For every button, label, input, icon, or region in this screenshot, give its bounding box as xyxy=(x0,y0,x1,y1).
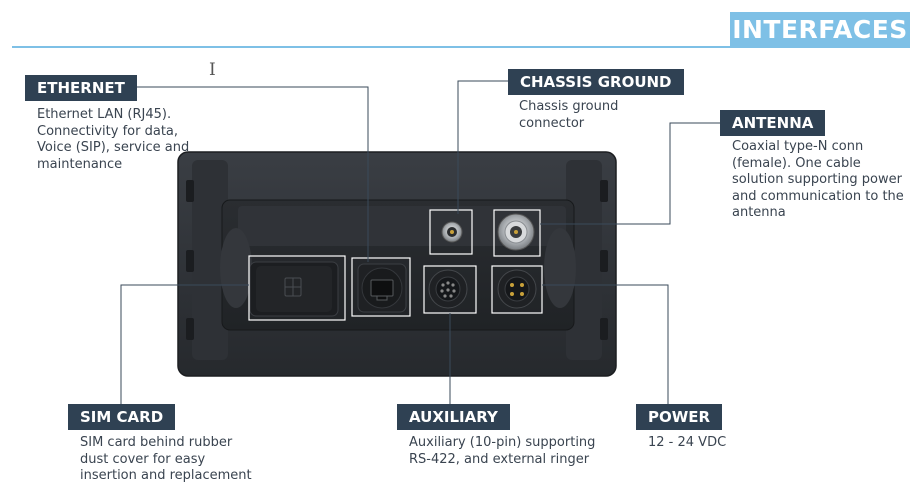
power-connector xyxy=(497,269,537,309)
antenna-leader-line xyxy=(540,122,720,225)
ethernet-label: ETHERNET xyxy=(25,75,137,101)
ethernet-description: Ethernet LAN (RJ45). Connectivity for da… xyxy=(37,107,190,172)
chassis-ground-label: CHASSIS GROUND xyxy=(508,69,684,95)
power-label: POWER xyxy=(636,404,723,430)
power-highlight-box xyxy=(491,265,543,314)
sim-card-leader-line xyxy=(120,284,249,404)
ground-highlight-box xyxy=(429,209,473,255)
chassis-ground-description: Chassis ground connector xyxy=(519,99,619,131)
sim-card-description: SIM card behind rubber dust cover for ea… xyxy=(80,435,252,483)
ethernet-highlight-box xyxy=(351,257,411,317)
power-description: 12 - 24 VDC xyxy=(648,435,727,450)
antenna-label: ANTENNA xyxy=(720,110,826,136)
header-rule xyxy=(12,46,730,48)
sim-card-cover xyxy=(249,261,339,317)
text-cursor-icon: I xyxy=(209,60,216,80)
ethernet-leader-line xyxy=(136,86,369,262)
ethernet-port xyxy=(357,263,407,313)
antenna-description: Coaxial type-N conn (female). One cable … xyxy=(732,139,904,220)
chassis-ground-leader-line xyxy=(457,80,508,214)
antenna-connector xyxy=(497,213,535,251)
sim-card-label: SIM CARD xyxy=(68,404,176,430)
antenna-highlight-box xyxy=(493,209,541,257)
page-title: INTERFACES xyxy=(730,12,910,48)
sim-highlight-box xyxy=(248,255,346,321)
power-leader-line xyxy=(542,284,669,404)
auxiliary-label: AUXILIARY xyxy=(397,404,510,430)
auxiliary-description: Auxiliary (10-pin) supporting RS-422, an… xyxy=(409,435,596,467)
auxiliary-connector xyxy=(428,269,468,309)
chassis-ground-connector xyxy=(441,221,463,243)
